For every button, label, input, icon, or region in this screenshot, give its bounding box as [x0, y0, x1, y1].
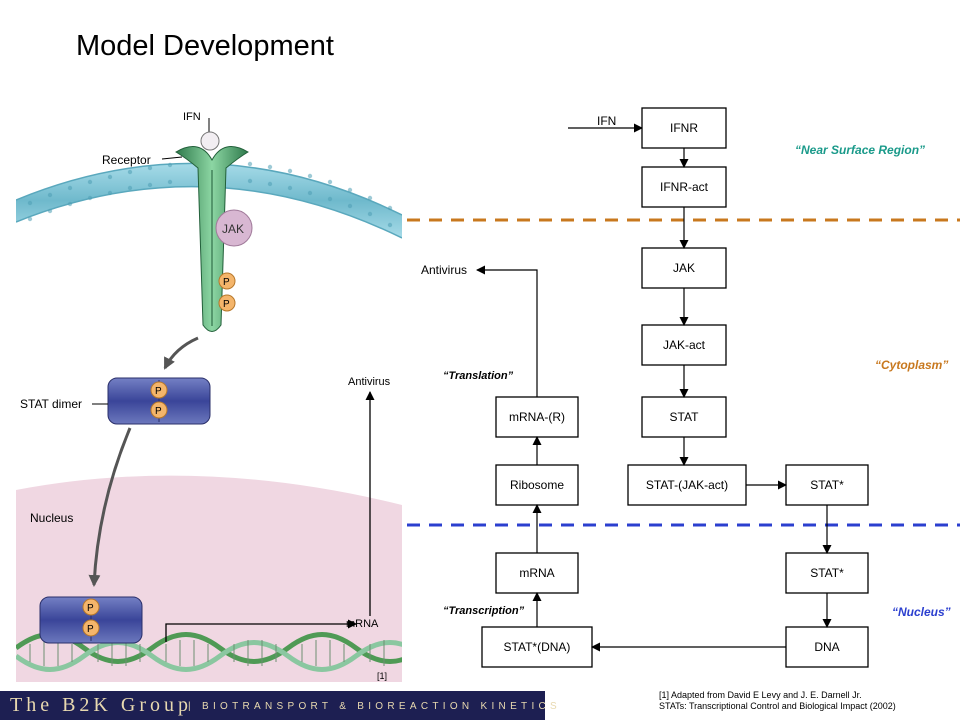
box-jak-act: JAK-act	[641, 324, 727, 366]
transcription-arrow	[165, 619, 357, 642]
translation-label: “Translation”	[443, 370, 514, 382]
antivirus-label: Antivirus	[348, 376, 391, 388]
antivirus-output-label: Antivirus	[421, 263, 467, 277]
footer-tagline: | BIOTRANSPORT & BIOREACTION KINETICS	[188, 701, 562, 712]
svg-text:STAT: STAT	[670, 410, 700, 424]
svg-text:JAK: JAK	[673, 261, 695, 275]
activation-arrow	[163, 336, 199, 370]
ifn-input-label: IFN	[597, 114, 616, 128]
box-ifnr: IFNR	[641, 107, 727, 149]
box-mrna-r: mRNA-(R)	[495, 396, 579, 438]
signaling-illustration: IFN Receptor JAK P P P P STAT dimer Nucl…	[16, 95, 402, 682]
nucleus-label: Nucleus	[30, 511, 73, 525]
svg-text:STAT*: STAT*	[810, 478, 844, 492]
svg-text:Ribosome: Ribosome	[510, 478, 564, 492]
cytoplasm-region-label: “Cytoplasm”	[875, 358, 948, 372]
svg-text:IFNR-act: IFNR-act	[660, 180, 709, 194]
jak-label: JAK	[222, 222, 244, 236]
box-stat-jak-act: STAT-(JAK-act)	[627, 464, 747, 506]
citation-line-1: [1] Adapted from David E Levy and J. E. …	[659, 690, 862, 700]
box-stat-star-nucleus: STAT*	[785, 552, 869, 594]
transcription-label: “Transcription”	[443, 605, 525, 617]
svg-text:mRNA: mRNA	[519, 566, 554, 580]
ifn-ligand	[200, 131, 220, 151]
p-label: P	[155, 406, 162, 417]
svg-text:STAT-(JAK-act): STAT-(JAK-act)	[646, 478, 728, 492]
svg-text:STAT*: STAT*	[810, 566, 844, 580]
arrow-mrna-r-to-antivirus	[476, 265, 538, 397]
cell-membrane	[16, 163, 402, 238]
svg-text:mRNA-(R): mRNA-(R)	[509, 410, 565, 424]
box-stat: STAT	[641, 396, 727, 438]
box-ribosome: Ribosome	[495, 464, 579, 506]
citation: [1] Adapted from David E Levy and J. E. …	[659, 690, 896, 712]
p-label: P	[87, 603, 94, 614]
svg-text:STAT*(DNA): STAT*(DNA)	[504, 640, 571, 654]
receptor-shape	[175, 146, 249, 332]
phosphate-2	[218, 294, 236, 312]
stat-dimer-label: STAT dimer	[20, 397, 82, 411]
p-label: P	[155, 386, 162, 397]
page-title: Model Development	[76, 30, 334, 62]
svg-text:DNA: DNA	[814, 640, 839, 654]
phosphate-1	[218, 272, 236, 290]
reference-marker: [1]	[377, 671, 387, 681]
p-label: P	[223, 277, 230, 288]
nucleus-region-label: “Nucleus”	[892, 605, 951, 619]
p-label: P	[223, 299, 230, 310]
receptor-label: Receptor	[102, 153, 151, 167]
jak-protein	[215, 209, 253, 247]
svg-text:IFNR: IFNR	[670, 121, 698, 135]
svg-text:JAK-act: JAK-act	[663, 338, 706, 352]
footer-banner: The B2K Group | BIOTRANSPORT & BIOREACTI…	[0, 691, 557, 720]
near-surface-region-label: “Near Surface Region”	[795, 143, 925, 157]
footer-brand: The B2K Group	[10, 694, 192, 716]
ifn-label: IFN	[183, 111, 201, 123]
translocation-arrow	[88, 427, 132, 587]
dna-helix	[16, 632, 402, 672]
box-stat-star-dna: STAT*(DNA)	[481, 626, 593, 668]
box-mrna: mRNA	[495, 552, 579, 594]
box-jak: JAK	[641, 247, 727, 289]
flowchart: “Near Surface Region” “Cytoplasm” “Nucle…	[407, 107, 960, 668]
stat-dimer-shape: P P	[107, 377, 211, 425]
box-dna: DNA	[785, 626, 869, 668]
stat-dna-shape: P P	[39, 596, 143, 644]
citation-line-2: STATs: Transcriptional Control and Biolo…	[659, 701, 896, 711]
mrna-label: mRNA	[346, 618, 379, 630]
box-ifnr-act: IFNR-act	[641, 166, 727, 208]
p-label: P	[87, 624, 94, 635]
box-stat-star-cytoplasm: STAT*	[785, 464, 869, 506]
